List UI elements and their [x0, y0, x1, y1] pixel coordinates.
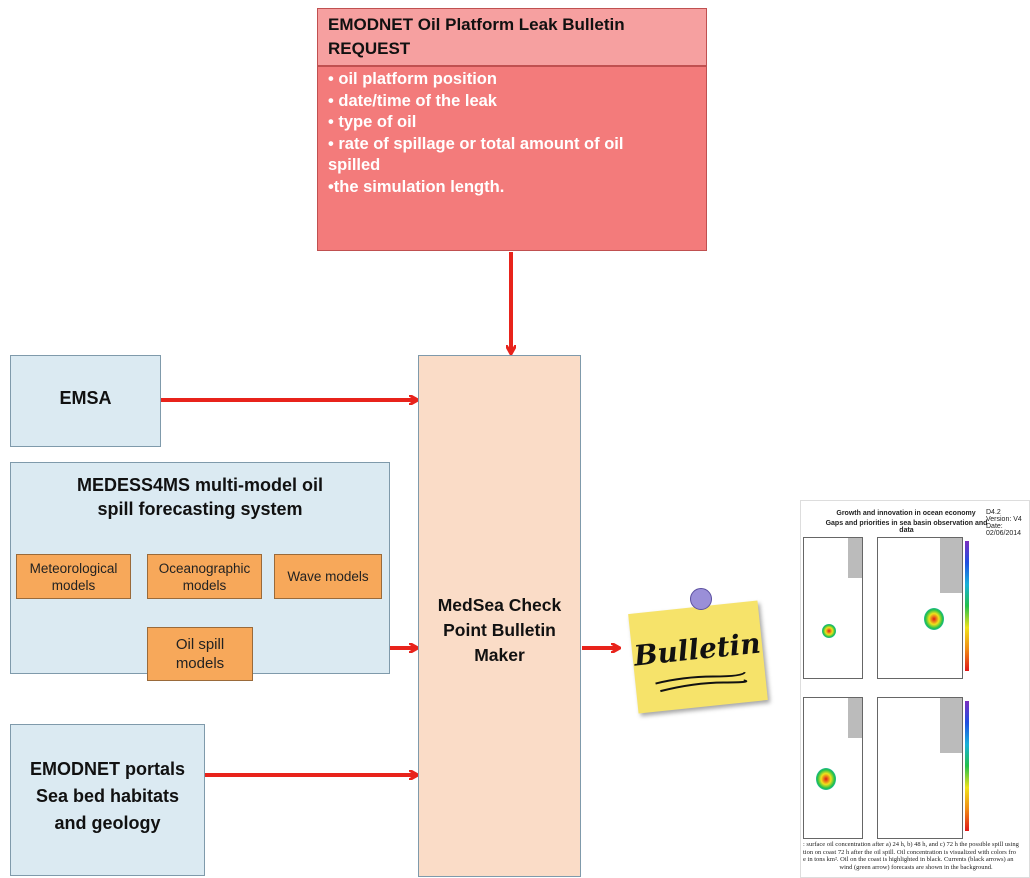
emodnet-portals-box [10, 724, 205, 876]
bulletin-maker-text: MedSea Check Point Bulletin Maker [418, 593, 581, 668]
oil-line1: Oil spill [175, 636, 225, 653]
request-body: • oil platform position • date/time of t… [317, 66, 707, 251]
request-item: • type of oil [328, 113, 417, 131]
request-item: • oil platform position [328, 70, 497, 88]
pushpin-icon [690, 588, 712, 610]
caption-line: : surface oil concentration after a) 24 … [803, 841, 1019, 848]
caption-line: tion on coast 72 h after the oil spill. … [803, 848, 1017, 856]
map-panel-d [877, 697, 963, 839]
request-title-line1: EMODNET Oil Platform Leak Bulletin [328, 15, 625, 34]
emodnet-line2: Sea bed habitats [35, 786, 180, 806]
met-line2: models [51, 577, 96, 593]
caption-line: e in tons km². Oil on the coast is highl… [803, 856, 1014, 863]
map-panel-a [803, 537, 863, 679]
map-panel-c [803, 697, 863, 839]
maker-line1: MedSea Check [437, 595, 562, 615]
medess-title: MEDESS4MS multi-model oil spill forecast… [10, 465, 390, 521]
emsa-label: EMSA [59, 388, 112, 408]
colorbar [965, 701, 969, 831]
caption-line: wind (green arrow) forecasts are shown i… [839, 863, 993, 871]
emodnet-line1: EMODNET portals [29, 759, 185, 779]
wave-models-box: Wave models [274, 554, 382, 599]
oce-line2: models [182, 577, 227, 593]
bulletin-note-label: Bulletin [632, 626, 763, 673]
doc-meta-line1: D4.2 [986, 509, 1001, 516]
colorbar [965, 541, 969, 671]
scribble-underline-icon [655, 671, 748, 693]
doc-caption: : surface oil concentration after a) 24 … [803, 841, 1029, 871]
maker-line2: Point Bulletin [443, 620, 556, 640]
request-item: •the simulation length. [328, 177, 505, 196]
request-item: • date/time of the leak [328, 91, 497, 110]
medess-title-line1: MEDESS4MS multi-model oil [76, 475, 324, 495]
doc-meta-line2: Version: V4 [986, 516, 1022, 523]
doc-meta-line3: Date: 02/06/2014 [986, 523, 1022, 537]
map-panel-b [877, 537, 963, 679]
emodnet-line3: and geology [54, 813, 161, 833]
request-header: EMODNET Oil Platform Leak Bulletin REQUE… [317, 8, 707, 66]
bulletin-document-thumbnail: Growth and innovation in ocean economy G… [800, 500, 1030, 878]
doc-title-line1: Growth and innovation in ocean economy [836, 510, 976, 517]
request-item: spilled [328, 156, 381, 174]
oil-line2: models [175, 655, 225, 672]
bulletin-sticky-note: Bulletin [628, 600, 768, 714]
wave-label: Wave models [287, 569, 369, 584]
emodnet-portals-text: EMODNET portals Sea bed habitats and geo… [10, 756, 205, 837]
request-item: • rate of spillage or total amount of oi… [328, 134, 624, 153]
met-line1: Meteorological [29, 560, 118, 576]
oce-line1: Oceanographic [158, 560, 251, 576]
emsa-box: EMSA [10, 355, 161, 447]
doc-title-line2: Gaps and priorities in sea basin observa… [825, 520, 988, 534]
maker-line3: Maker [474, 645, 525, 665]
oil-spill-models-box: Oil spill models [147, 627, 253, 681]
medess-title-line2: spill forecasting system [97, 499, 303, 519]
request-title-line2: REQUEST [328, 39, 411, 58]
bulletin-maker-box [418, 355, 581, 877]
